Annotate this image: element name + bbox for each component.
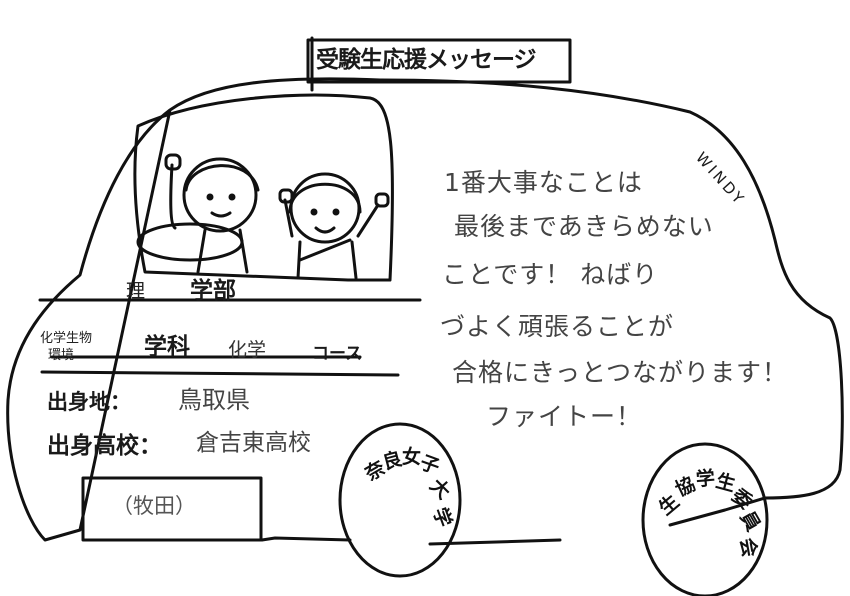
passenger-figure <box>278 172 390 280</box>
message-line-4: づよく頑張ることが <box>440 312 675 341</box>
department-label: 学科 <box>144 334 190 360</box>
front-wheel-char-3: 女 <box>402 446 422 468</box>
window <box>133 93 395 282</box>
car-body <box>6 77 844 546</box>
course-label: コース <box>312 344 363 364</box>
driver-figure <box>136 153 260 274</box>
photo-frame-box <box>81 476 263 542</box>
hometown-label: 出身地： <box>47 390 131 414</box>
school-value: 倉吉東高校 <box>196 430 311 456</box>
faculty-label: 学部 <box>190 278 236 304</box>
photo-name: （牧田） <box>112 494 196 518</box>
department-prefix-line-2: 環境 <box>48 348 75 363</box>
sign-title: 受験生応援メッセージ <box>316 47 537 73</box>
message-line-3: ことです！ ねばり <box>442 260 659 289</box>
message-line-6: ファイトー！ <box>486 402 643 431</box>
rear-wheel <box>641 442 769 596</box>
message-line-1: 1番大事なことは <box>444 168 643 197</box>
course-prefix: 化学 <box>228 339 267 361</box>
department-prefix: 化学生物 環境 <box>40 330 150 364</box>
hometown-value: 鳥取県 <box>178 386 250 414</box>
department-prefix-line-1: 化学生物 <box>40 331 93 346</box>
front-wheel <box>338 422 462 578</box>
faculty-prefix: 理 <box>126 280 146 302</box>
school-label: 出身高校： <box>47 433 162 459</box>
message-line-5: 合格にきっとつながります！ <box>452 358 789 387</box>
profile-divider-2 <box>40 370 400 377</box>
message-line-2: 最後まであきらめない <box>454 212 714 241</box>
rear-wheel-char-7: 会 <box>735 536 761 559</box>
rear-wheel-char-3: 学 <box>695 467 716 491</box>
